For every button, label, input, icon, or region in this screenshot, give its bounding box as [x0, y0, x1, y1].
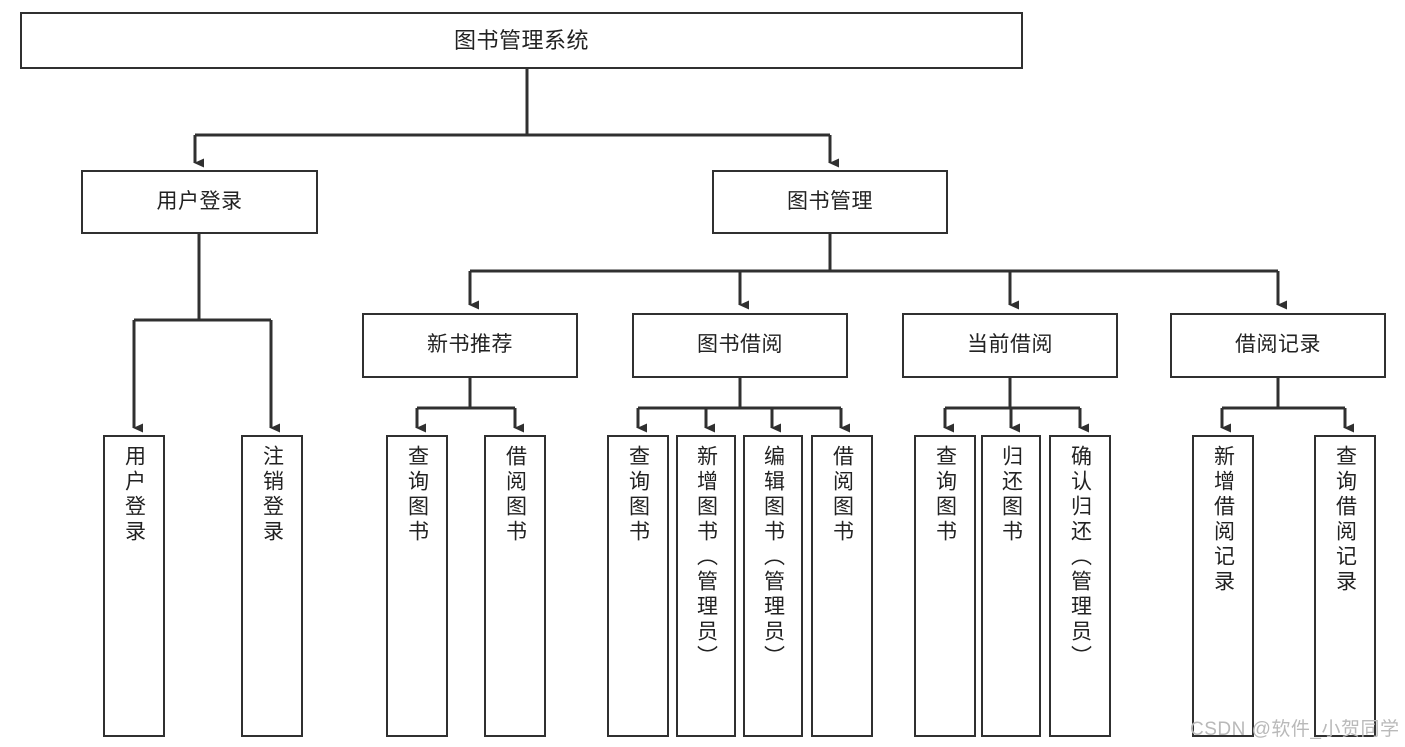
node-leaf-borrow-book-1[interactable]: 借阅图书 — [484, 435, 546, 737]
node-user-login[interactable]: 用户登录 — [81, 170, 318, 234]
node-book-borrow-label: 图书借阅 — [697, 333, 783, 357]
node-leaf-query-book-3-label: 查询图书 — [933, 445, 957, 545]
node-borrow-record[interactable]: 借阅记录 — [1170, 313, 1386, 378]
node-new-book-rec[interactable]: 新书推荐 — [362, 313, 578, 378]
node-leaf-query-book-3[interactable]: 查询图书 — [914, 435, 976, 737]
node-leaf-logout-label: 注销登录 — [260, 445, 284, 545]
node-leaf-user-login[interactable]: 用户登录 — [103, 435, 165, 737]
node-leaf-query-book-2[interactable]: 查询图书 — [607, 435, 669, 737]
node-leaf-add-book-label: 新增图书（管理员） — [694, 445, 718, 670]
node-user-login-label: 用户登录 — [156, 189, 243, 213]
node-leaf-borrow-book-2[interactable]: 借阅图书 — [811, 435, 873, 737]
node-leaf-return-book[interactable]: 归还图书 — [981, 435, 1041, 737]
node-leaf-borrow-book-1-label: 借阅图书 — [503, 445, 527, 545]
node-new-book-rec-label: 新书推荐 — [427, 333, 513, 357]
node-leaf-query-record[interactable]: 查询借阅记录 — [1314, 435, 1376, 737]
node-book-borrow[interactable]: 图书借阅 — [632, 313, 848, 378]
node-leaf-return-book-label: 归还图书 — [999, 445, 1023, 545]
node-root[interactable]: 图书管理系统 — [20, 12, 1023, 69]
node-leaf-borrow-book-2-label: 借阅图书 — [830, 445, 854, 545]
node-leaf-user-login-label: 用户登录 — [122, 445, 146, 545]
node-leaf-add-record-label: 新增借阅记录 — [1211, 445, 1235, 595]
node-leaf-edit-book-label: 编辑图书（管理员） — [761, 445, 785, 670]
node-leaf-logout[interactable]: 注销登录 — [241, 435, 303, 737]
node-leaf-query-book-1[interactable]: 查询图书 — [386, 435, 448, 737]
node-leaf-query-book-1-label: 查询图书 — [405, 445, 429, 545]
node-leaf-confirm-return-label: 确认归还（管理员） — [1068, 445, 1092, 670]
node-leaf-add-record[interactable]: 新增借阅记录 — [1192, 435, 1254, 737]
node-leaf-query-record-label: 查询借阅记录 — [1333, 445, 1357, 595]
node-root-label: 图书管理系统 — [453, 27, 589, 53]
node-leaf-edit-book[interactable]: 编辑图书（管理员） — [743, 435, 803, 737]
node-leaf-query-book-2-label: 查询图书 — [626, 445, 650, 545]
node-current-borrow[interactable]: 当前借阅 — [902, 313, 1118, 378]
node-book-manage[interactable]: 图书管理 — [712, 170, 948, 234]
node-current-borrow-label: 当前借阅 — [967, 333, 1053, 357]
node-borrow-record-label: 借阅记录 — [1235, 333, 1321, 357]
node-leaf-confirm-return[interactable]: 确认归还（管理员） — [1049, 435, 1111, 737]
node-leaf-add-book[interactable]: 新增图书（管理员） — [676, 435, 736, 737]
node-book-manage-label: 图书管理 — [787, 189, 873, 213]
